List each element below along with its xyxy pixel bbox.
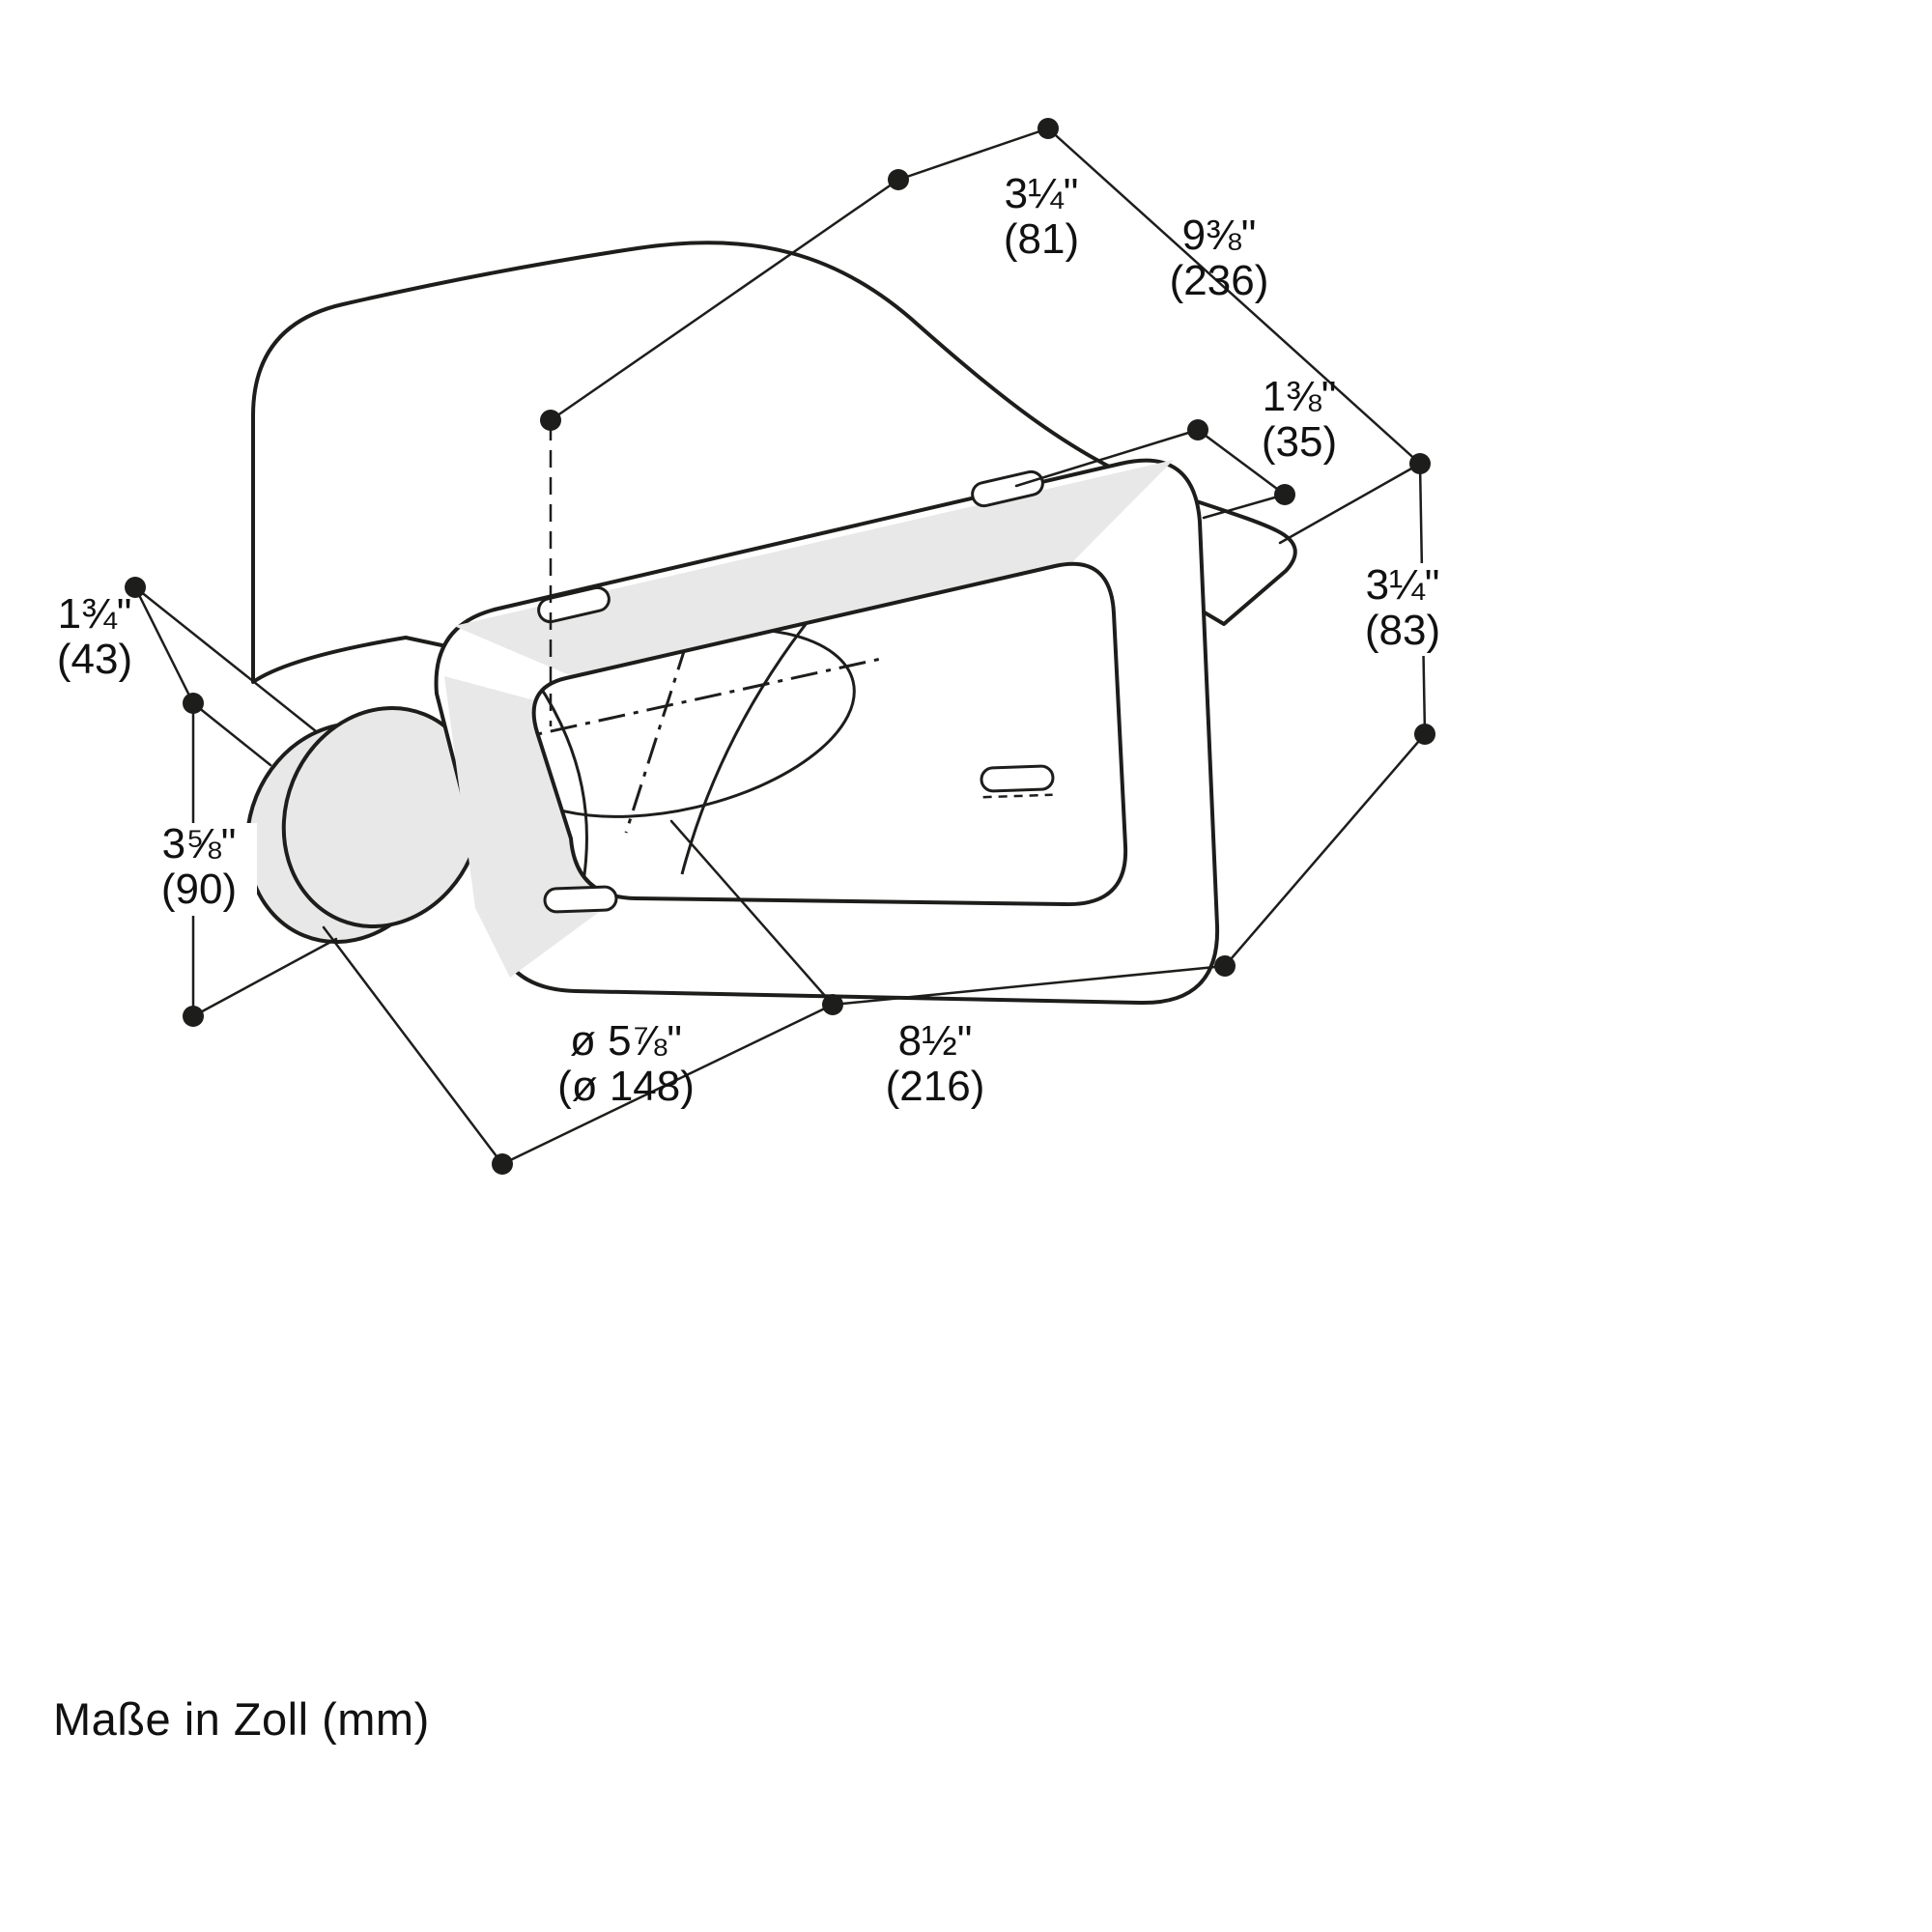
dimension-lines <box>125 118 1435 1175</box>
inner-wall-curve <box>535 681 588 894</box>
dimension-dot <box>1187 419 1208 440</box>
units-caption: Maße in Zoll (mm) <box>53 1693 430 1745</box>
dimension-dot <box>1037 118 1059 139</box>
hidden-edge-dash <box>982 793 1053 799</box>
dimension-dot <box>1274 484 1295 505</box>
ext-line-roof-tip <box>1278 462 1422 545</box>
dim-43-mm: (43) <box>57 636 132 683</box>
label-backdrop <box>141 823 257 916</box>
dim-line-148 <box>500 1003 835 1166</box>
ext-line-collar-bottom <box>322 925 504 1166</box>
ext-line-frame-corner <box>1202 493 1287 520</box>
dim-line-81 <box>896 127 1050 182</box>
dim-148-mm: (ø 148) <box>557 1063 695 1110</box>
frame-top-strip <box>454 460 1174 676</box>
dimension-dot <box>822 994 843 1015</box>
dim-line-236 <box>1046 127 1422 466</box>
round-collar <box>244 705 484 945</box>
center-line-horizontal <box>533 657 882 744</box>
dimension-dot <box>183 1006 204 1027</box>
dim-83-inch: 3¼" <box>1366 561 1440 609</box>
dim-90-mm: (90) <box>161 866 237 913</box>
dim-43-inch: 1¾" <box>58 590 132 638</box>
label-backdrop <box>1349 563 1461 656</box>
ext-line-right-bottom <box>1223 732 1427 968</box>
dimension-dot <box>1414 724 1435 745</box>
dim-line-35 <box>1196 428 1287 497</box>
dimension-dot <box>492 1153 513 1175</box>
dim-line-43 <box>133 585 195 705</box>
dim-label-148: ø 5⅞" (ø 148) <box>557 1017 695 1110</box>
ext-line-hole-bottom <box>669 819 835 1007</box>
dim-label-35: 1⅜" (35) <box>1262 373 1337 466</box>
mounting-slot-top-right <box>971 469 1044 508</box>
dim-line-216 <box>831 964 1227 1007</box>
ext-line-slot-right <box>1014 428 1200 488</box>
dimension-dot <box>125 577 146 598</box>
dim-label-81: 3¼" (81) <box>1004 170 1079 263</box>
dim-90-inch: 3⅝" <box>162 820 237 867</box>
dimension-dot <box>183 693 204 714</box>
dim-236-mm: (236) <box>1170 257 1269 304</box>
dim-236-inch: 9⅜" <box>1182 212 1257 259</box>
mounting-slot-bottom-right <box>980 764 1055 799</box>
ext-line-collar-front <box>191 701 272 767</box>
ext-line-collar-low <box>191 937 338 1018</box>
dim-81-mm: (81) <box>1004 215 1079 263</box>
dimension-dot <box>540 410 561 431</box>
dim-83-mm: (83) <box>1365 607 1440 654</box>
ext-line-center-top <box>549 178 900 422</box>
center-line-diagonal <box>624 596 703 834</box>
dim-81-inch: 3¼" <box>1005 170 1079 217</box>
opening-outline <box>531 561 1128 907</box>
dimension-dot <box>888 169 909 190</box>
dimension-dot <box>1214 955 1236 977</box>
dim-216-mm: (216) <box>886 1063 985 1110</box>
dim-35-inch: 1⅜" <box>1263 373 1337 420</box>
dimension-labels: 3¼" (81) 9⅜" (236) 1⅜" (35) 3¼" (83) 1¾"… <box>57 170 1461 1110</box>
dim-148-inch: ø 5⅞" <box>570 1017 682 1065</box>
ext-line-collar-top <box>133 585 318 733</box>
dim-label-216: 8½" (216) <box>886 1017 985 1110</box>
dim-label-83: 3¼" (83) <box>1349 561 1461 656</box>
dim-216-inch: 8½" <box>898 1017 973 1065</box>
duct-body <box>244 241 1297 1006</box>
dimension-dot <box>1409 453 1431 474</box>
dim-label-43: 1¾" (43) <box>57 590 132 683</box>
mounting-slot-bottom-left <box>543 885 618 914</box>
mounting-slot-top-left <box>537 585 611 624</box>
dim-label-236: 9⅜" (236) <box>1170 212 1269 304</box>
dim-label-90: 3⅝" (90) <box>141 820 257 916</box>
dim-35-mm: (35) <box>1262 418 1337 466</box>
